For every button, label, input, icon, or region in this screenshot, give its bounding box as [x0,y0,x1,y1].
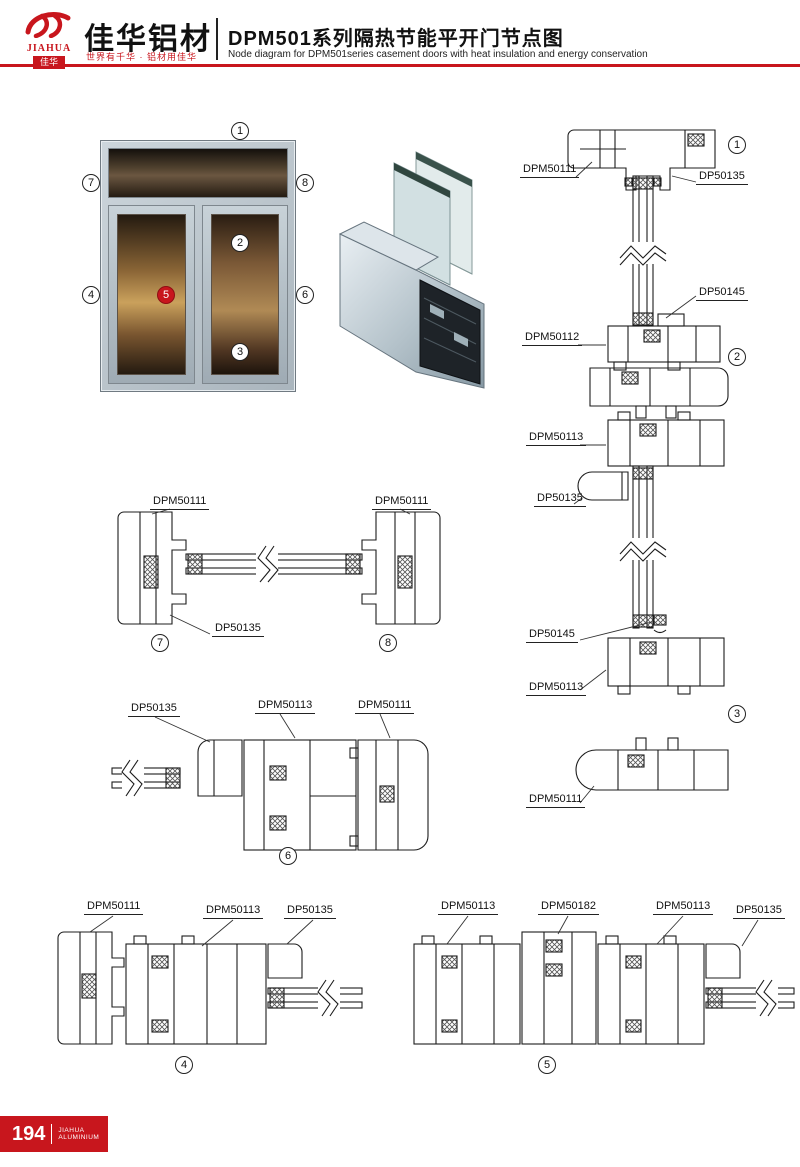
section-callout-3: 3 [728,705,746,723]
profile-label: DP50145 [526,628,578,643]
section-callout-2: 2 [728,348,746,366]
header-divider [216,18,218,60]
figure-callout-5: 5 [157,286,175,304]
brand-logo: JIAHUA 佳华 [22,8,76,69]
profile-label: DPM50113 [438,900,499,915]
profile-label: DPM50113 [526,431,587,446]
profile-label: DP50135 [733,904,785,919]
profiles [117,511,441,625]
figure-callout-6: 6 [296,286,314,304]
corner-section-6-diagram [111,713,429,851]
profiles [567,129,729,791]
profile-label: DPM50113 [255,699,316,714]
profile-label: DPM50111 [520,163,580,178]
horizontal-section-78-diagram [117,508,441,635]
header-rule [0,64,800,67]
profile-label: DP50135 [128,702,180,717]
page-title: DPM501系列隔热节能平开门节点图 [228,28,564,50]
vertical-section-diagram [567,129,729,804]
page-footer-tab: 194 JIAHUA ALUMINIUM [0,1116,108,1152]
brand-name-cn: 佳华铝材 [84,23,212,56]
profile-label: DPM50112 [522,331,583,346]
profile-label: DPM50111 [372,495,432,510]
figure-callout-4: 4 [82,286,100,304]
profile-label: DPM50111 [355,699,415,714]
leader-lines [154,713,391,743]
window-photo [100,140,296,392]
profile-label: DP50135 [212,622,264,637]
profile-label: DPM50113 [526,681,587,696]
profile-label: DPM50182 [538,900,600,915]
jiahua-logo-icon [25,12,71,39]
figure-callout-2: 2 [231,234,249,252]
figure-callout-7: 7 [82,174,100,192]
profile-3d-render [338,151,485,389]
leader-lines [89,915,759,947]
section-callout-7: 7 [151,634,169,652]
window-panels [108,205,288,384]
profile-label: DPM50111 [84,900,144,915]
leader-lines [573,161,697,804]
profile-label: DPM50113 [203,904,264,919]
profile-label: DP50135 [284,904,336,919]
profile-label: DP50135 [534,492,586,507]
figure-callout-3: 3 [231,343,249,361]
profiles [57,931,795,1045]
profile-label: DP50135 [696,170,748,185]
section-callout-6: 6 [279,847,297,865]
profiles [111,739,429,851]
section-callout-4: 4 [175,1056,193,1074]
section-callout-1: 1 [728,136,746,154]
figure-callout-1: 1 [231,122,249,140]
brand-seal: 佳华 [33,56,65,69]
footer-divider [51,1124,53,1144]
horizontal-section-45-diagram [57,915,795,1045]
window-left-panel [108,205,195,384]
brand-tagline: 世界有千华 · 铝材用佳华 [86,52,197,62]
page-number: 194 [12,1122,46,1145]
footer-brand: JIAHUA ALUMINIUM [58,1126,100,1142]
page-subtitle: Node diagram for DPM501series casement d… [228,49,648,60]
section-callout-5: 5 [538,1056,556,1074]
window-transom-glass [108,148,288,198]
profile-label: DPM50111 [526,793,586,808]
brand-en: JIAHUA [26,43,72,54]
profile-label: DPM50113 [653,900,714,915]
figure-callout-8: 8 [296,174,314,192]
profile-label: DPM50111 [150,495,210,510]
section-callout-8: 8 [379,634,397,652]
window-right-panel [201,205,288,384]
profile-label: DP50145 [696,286,748,301]
